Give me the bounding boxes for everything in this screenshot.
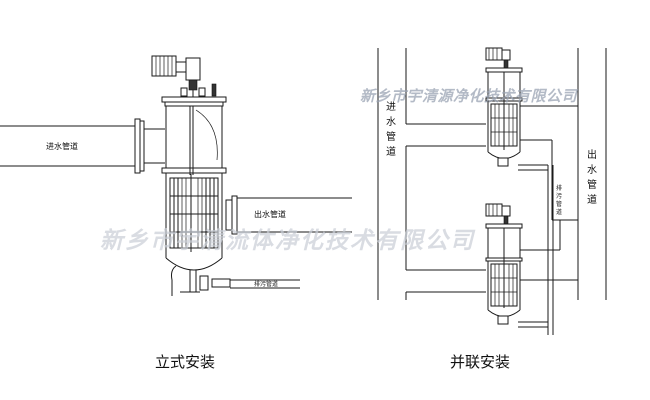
left-inlet-label: 进水管道 xyxy=(46,141,78,151)
right-drain-label: 排污管道 xyxy=(556,184,562,216)
right-inlet-label-char: 管 xyxy=(386,130,396,143)
right-inlet-label-char: 进 xyxy=(386,101,396,113)
left-top-flange xyxy=(161,96,227,103)
left-motor-assembly xyxy=(151,55,217,98)
parallel-installation-diagram: 进水管道 出水管道 排污管道 xyxy=(377,47,607,371)
right-inlet-label-char: 水 xyxy=(386,116,396,128)
left-inner-guide xyxy=(195,109,218,161)
left-inlet-pipe xyxy=(0,118,165,174)
left-drain-pipe xyxy=(171,265,300,296)
right-drain-label-char: 污 xyxy=(556,192,562,200)
right-outlet-label: 出水管道 xyxy=(587,148,597,206)
right-drain-label-char: 排 xyxy=(556,184,562,192)
left-drain-label: 排污管道 xyxy=(254,280,278,288)
right-outlet-label-char: 水 xyxy=(587,164,597,176)
left-outlet-pipe xyxy=(225,195,352,235)
right-caption: 并联安装 xyxy=(450,353,510,371)
right-inlet-label-char: 道 xyxy=(386,145,396,158)
left-outlet-label: 出水管道 xyxy=(254,209,286,219)
right-inlet-pipe xyxy=(377,48,486,300)
watermark-top: 新乡市宇清源净化技术有限公司 xyxy=(360,87,579,105)
left-caption: 立式安装 xyxy=(155,353,215,371)
right-inlet-label: 进水管道 xyxy=(386,101,396,158)
right-upper-filter-unit xyxy=(485,47,523,167)
right-drain-label-char: 道 xyxy=(556,208,562,216)
right-outlet-pipe xyxy=(520,48,607,300)
right-outlet-label-char: 出 xyxy=(587,148,597,161)
left-cover-plate xyxy=(164,101,224,107)
vertical-installation-diagram: 进水管道 xyxy=(0,55,352,371)
left-filter-housing xyxy=(161,106,227,271)
left-filter-screen xyxy=(169,174,219,252)
right-drain-label-char: 管 xyxy=(556,200,562,208)
right-outlet-label-char: 管 xyxy=(587,178,597,191)
right-outlet-label-char: 道 xyxy=(587,193,597,206)
right-lower-filter-unit xyxy=(485,203,523,325)
watermark-center: 新乡市宇清流体净化技术有限公司 xyxy=(100,227,476,254)
right-drain-pipe xyxy=(518,164,554,335)
